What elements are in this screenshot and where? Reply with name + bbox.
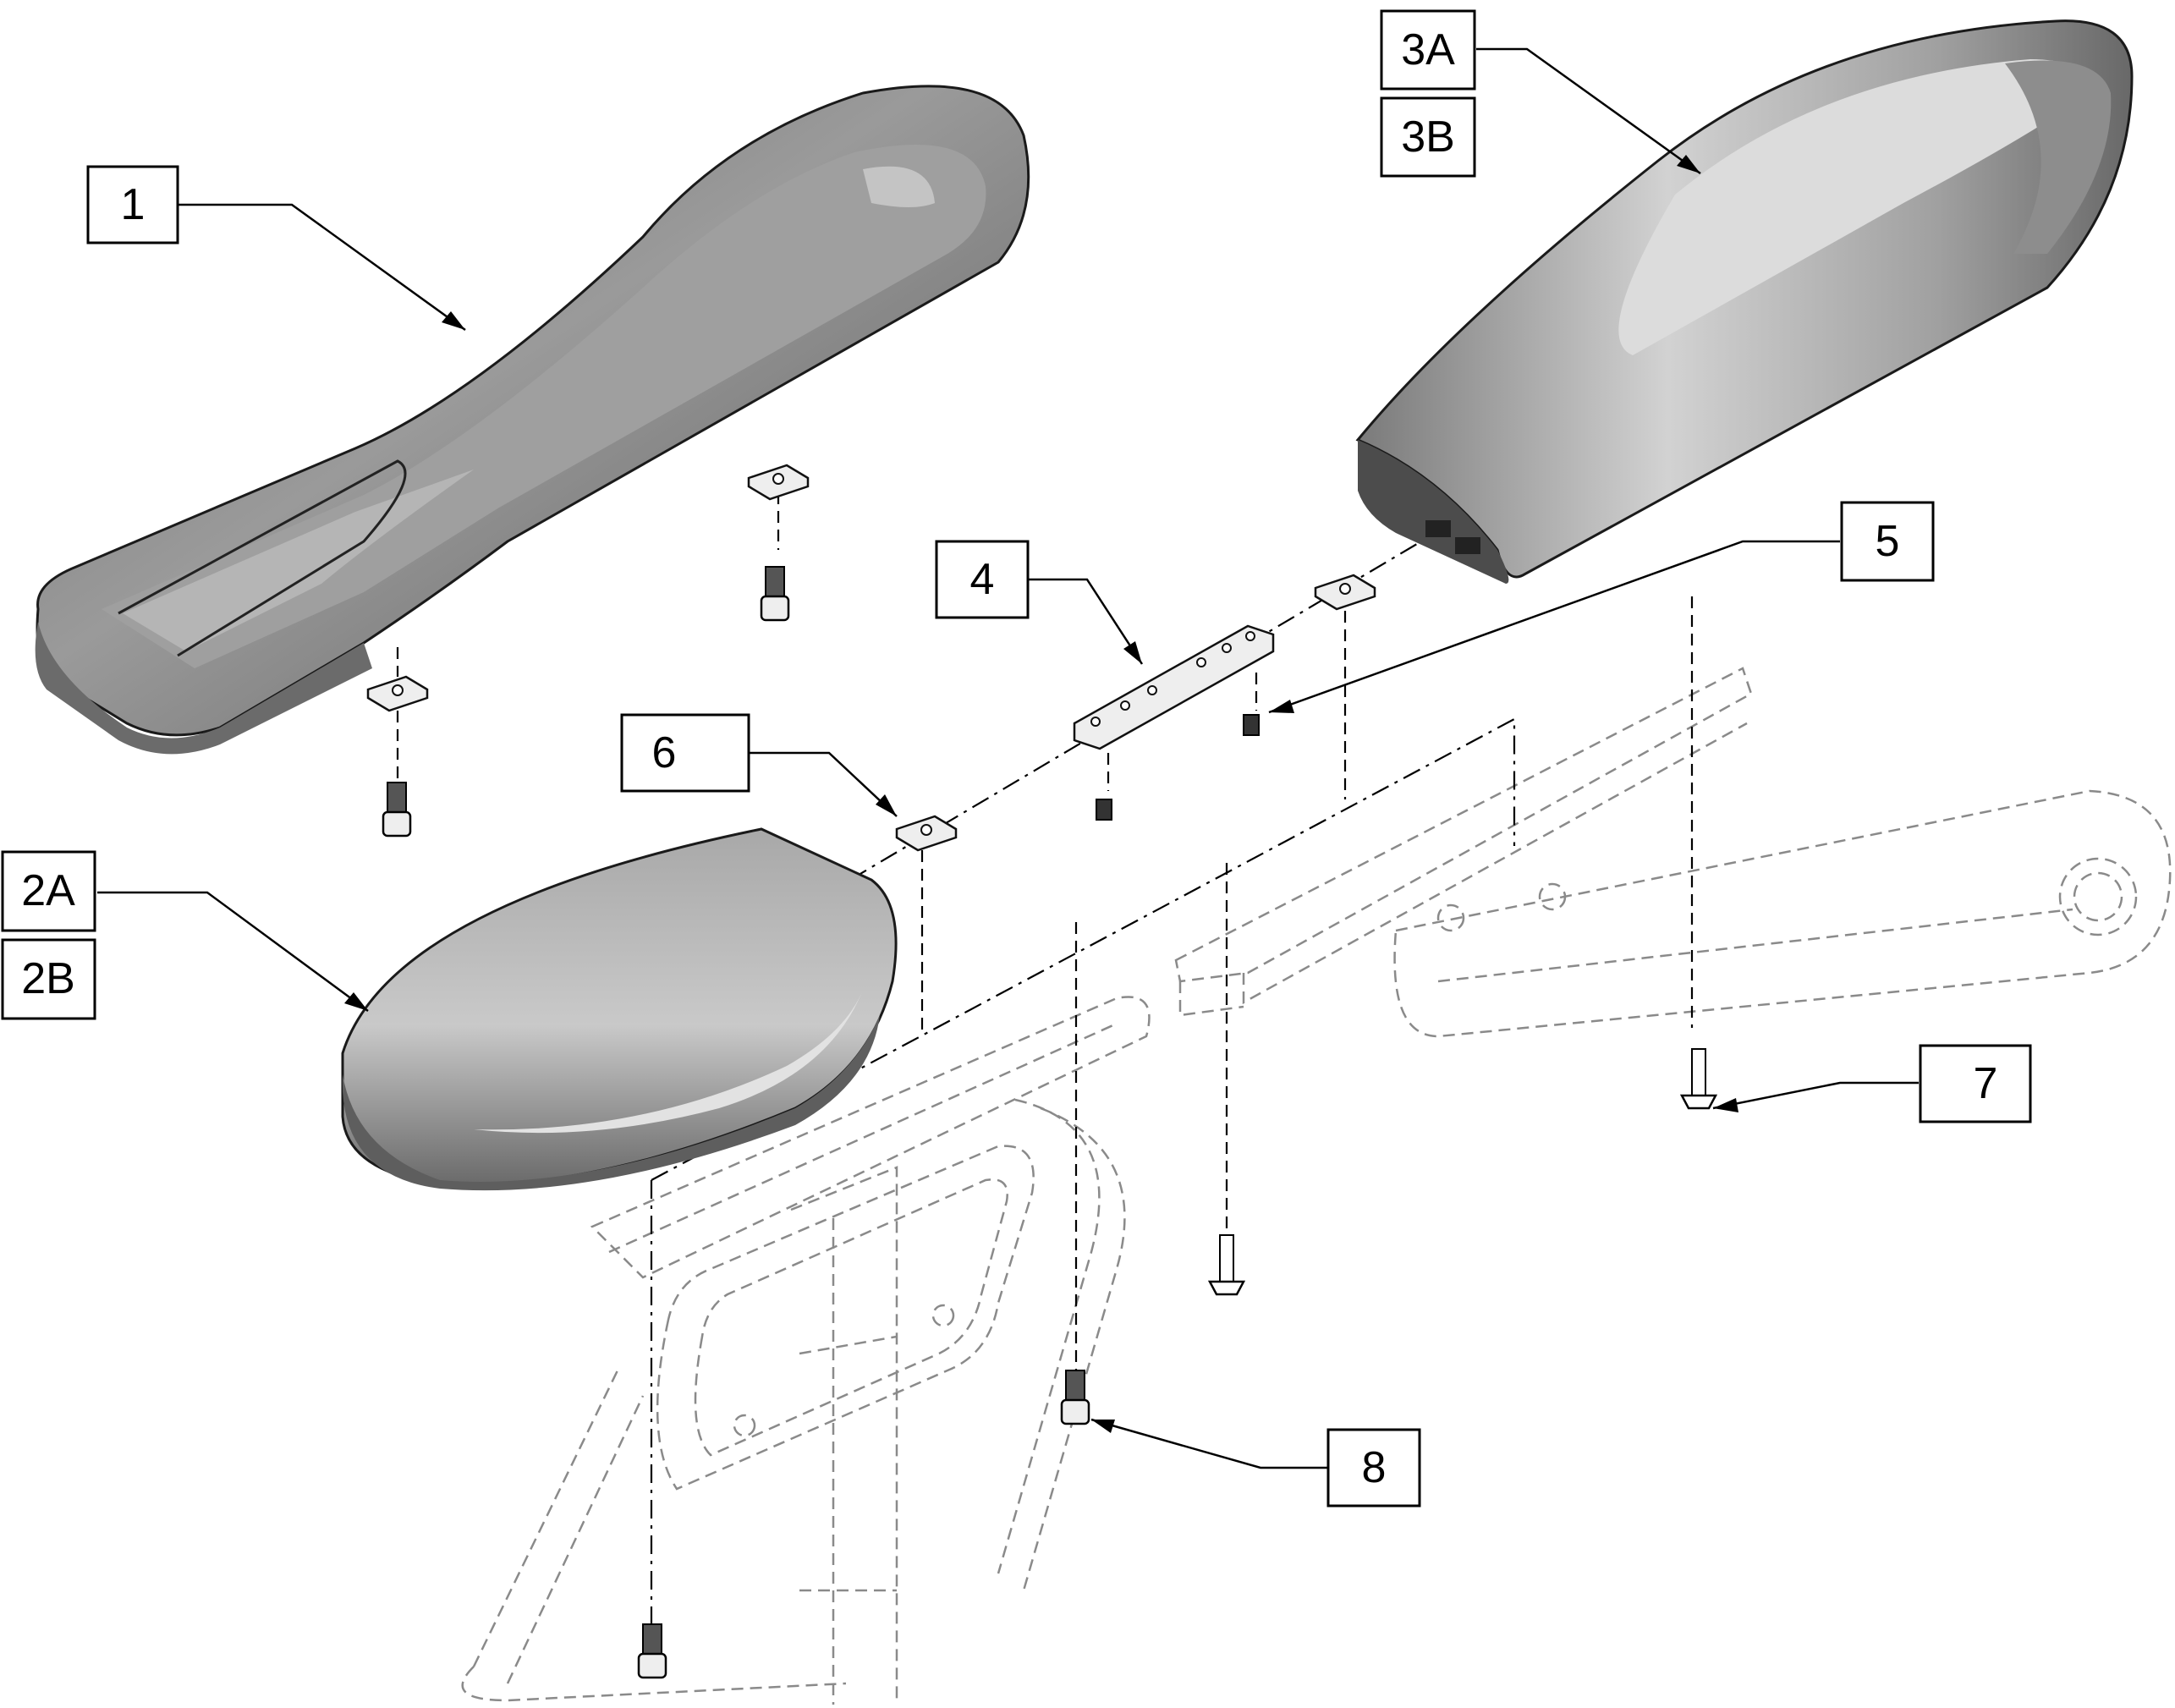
callout-3A-label: 3A [1401, 25, 1455, 74]
mounting-bar-part-4 [1073, 624, 1275, 750]
callout-5: 5 [1840, 501, 1935, 582]
callout-1: 1 [86, 165, 179, 244]
armpad-part-3 [1355, 19, 2134, 584]
callout-6-label: 6 [652, 728, 677, 777]
ghost-arm-assembly [461, 667, 2172, 1705]
armpad-part-2 [341, 827, 898, 1191]
callout-5-label: 5 [1876, 517, 1900, 566]
hardware [366, 464, 1718, 1679]
cap-screw-c [637, 1623, 667, 1679]
cap-screw-8 [1060, 1370, 1090, 1425]
flat-screw-7 [1679, 1048, 1718, 1110]
callout-2B-label: 2B [21, 954, 75, 1003]
leader-lines [97, 47, 1919, 1469]
callout-2B: 2B [1, 938, 96, 1020]
callout-4-label: 4 [970, 555, 995, 604]
callout-3B-label: 3B [1401, 113, 1455, 162]
cap-screw-b [382, 782, 412, 838]
cap-screw-a [760, 566, 790, 622]
callout-8: 8 [1326, 1428, 1421, 1508]
callout-7-label: 7 [1974, 1059, 1998, 1108]
flat-screw-d [1207, 1234, 1246, 1296]
callout-2A-label: 2A [21, 866, 75, 915]
armpad-part-1 [35, 85, 1030, 755]
set-screw-5b [1096, 799, 1112, 821]
callout-6: 6 [620, 713, 750, 793]
callout-2A: 2A [1, 850, 96, 932]
callout-3B: 3B [1380, 96, 1476, 178]
callout-1-label: 1 [121, 180, 146, 229]
callout-3A: 3A [1380, 9, 1476, 91]
set-screw-5a [1243, 714, 1260, 736]
callout-4: 4 [935, 540, 1030, 619]
callout-7: 7 [1919, 1044, 2032, 1123]
callout-8-label: 8 [1362, 1443, 1387, 1492]
